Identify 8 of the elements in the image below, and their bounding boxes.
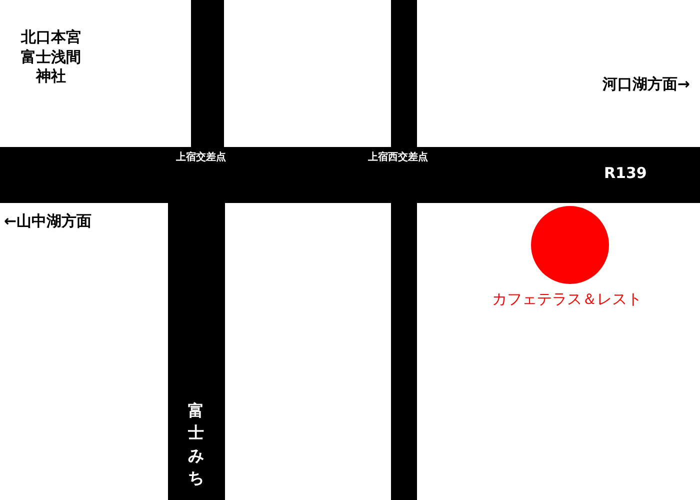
direction-label: 河口湖方面→: [602, 75, 690, 94]
destination-label: カフェテラス＆レスト: [492, 290, 642, 310]
route-label: R139: [604, 164, 647, 184]
shrine-label: 北口本宮富士浅間神社: [20, 28, 82, 86]
intersection-label: 上宿西交差点: [368, 151, 428, 164]
intersection-label: 上宿交差点: [176, 151, 226, 164]
direction-label: ←山中湖方面: [4, 212, 92, 232]
street-label: 富士みち: [188, 400, 204, 490]
